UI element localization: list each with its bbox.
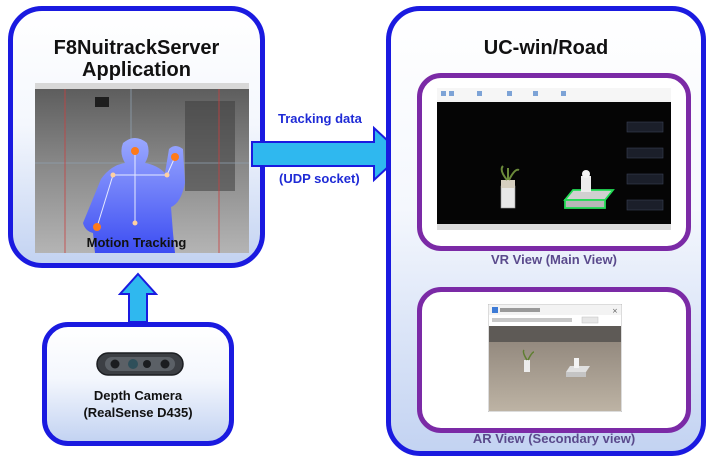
motion-tracking-screenshot (35, 83, 249, 253)
server-app-title-line1: F8NuitrackServer (53, 37, 220, 59)
ucwin-road-title: UC-win/Road (483, 37, 609, 59)
vr-view-frame (417, 73, 691, 251)
depth-camera-panel: Depth Camera (RealSense D435) (42, 322, 234, 446)
server-app-title-line2: Application (82, 59, 191, 81)
ar-view-screenshot: × (488, 304, 622, 412)
arrow-label-tracking-data: Tracking data (278, 111, 362, 126)
svg-text:×: × (612, 307, 618, 315)
depth-camera-label: Depth Camera (RealSense D435) (47, 387, 229, 421)
depth-camera-label-line2: (RealSense D435) (83, 405, 193, 420)
depth-camera-icon (96, 352, 184, 376)
arrow-label-udp-socket: (UDP socket) (279, 171, 360, 186)
motion-tracking-caption: Motion Tracking (86, 235, 187, 250)
ar-view-caption: AR View (Secondary view) (472, 431, 636, 446)
ucwin-road-panel: UC-win/Road (386, 6, 706, 456)
vr-view-caption: VR View (Main View) (491, 252, 617, 267)
up-arrow (118, 272, 158, 323)
server-app-title: F8NuitrackServer Application (13, 37, 260, 81)
server-app-panel: F8NuitrackServer Application (8, 6, 265, 268)
vr-view-screenshot (437, 88, 671, 230)
ar-view-frame: × (417, 287, 691, 433)
depth-camera-label-line1: Depth Camera (93, 388, 183, 403)
